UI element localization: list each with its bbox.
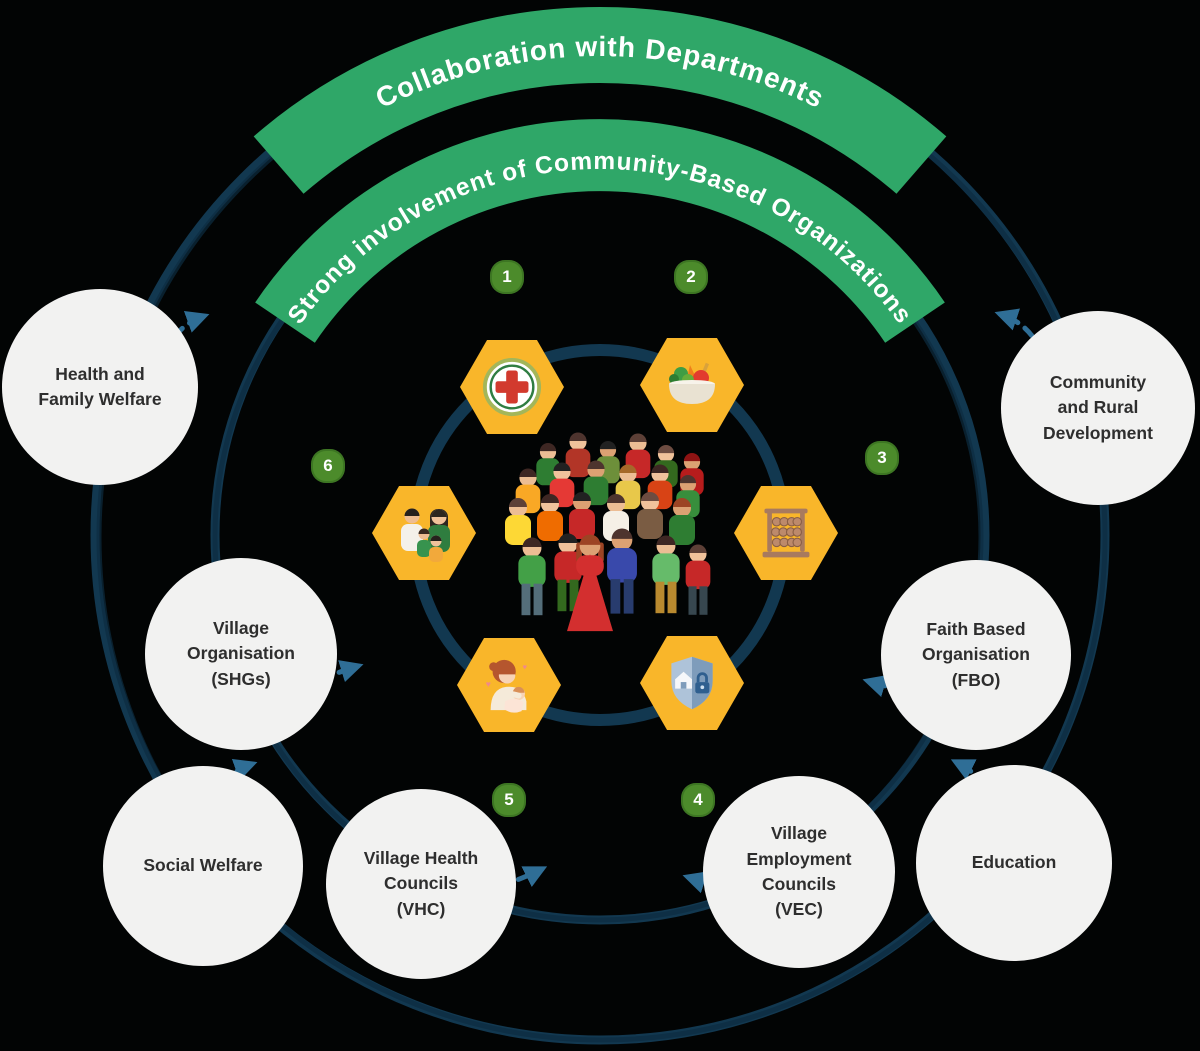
security-shield-icon	[671, 656, 713, 710]
node-social-welfare: Social Welfare	[103, 766, 303, 966]
node-community-rural-development: Community and Rural Development	[1001, 311, 1195, 505]
badge-number: 2	[686, 267, 696, 286]
node-label: Village Organisation (SHGs)	[187, 617, 295, 689]
step-badge-5: 5	[492, 783, 526, 817]
badge-number: 4	[693, 790, 703, 809]
node-label: Village Health Councils (VHC)	[363, 847, 479, 919]
badge-number: 6	[323, 456, 333, 475]
step-badge-1: 1	[490, 260, 524, 294]
node-village-health-councils-vhc: Village Health Councils (VHC)	[326, 789, 516, 979]
node-health-family-welfare: Health and Family Welfare	[2, 289, 198, 485]
outer-banner-arc	[253, 7, 947, 194]
family-icon	[401, 508, 450, 562]
node-village-employment-councils-vec: Village Employment Councils (VEC)	[703, 776, 895, 968]
step-badge-3: 3	[865, 441, 899, 475]
badge-number: 3	[877, 448, 887, 467]
badge-number: 1	[502, 267, 512, 286]
svg-text:♥: ♥	[486, 679, 491, 689]
nutrition-bowl-icon	[669, 362, 715, 404]
mother-child-icon: ♥ ♥	[486, 659, 528, 713]
node-label: Faith Based Organisation (FBO)	[922, 618, 1030, 690]
node-label: Village Employment Councils (VEC)	[746, 823, 852, 920]
step-badge-6: 6	[311, 449, 345, 483]
node-label: Social Welfare	[143, 855, 263, 876]
node-education: Education	[916, 765, 1112, 961]
node-label: Education	[971, 852, 1057, 873]
node-label: Community and Rural Development	[1043, 371, 1153, 443]
community-crowd-illustration	[505, 432, 711, 632]
inner-banner-arc	[255, 119, 945, 343]
step-badge-2: 2	[674, 260, 708, 294]
step-badge-4: 4	[681, 783, 715, 817]
node-label: Health and Family Welfare	[38, 363, 162, 409]
svg-text:♥: ♥	[523, 663, 528, 672]
medical-cross-icon	[482, 357, 542, 417]
node-village-organisation-shgs: Village Organisation (SHGs)	[145, 558, 337, 750]
badge-number: 5	[504, 790, 514, 809]
node-faith-based-organisation-fbo: Faith Based Organisation (FBO)	[881, 560, 1071, 750]
abacus-icon	[762, 508, 810, 558]
